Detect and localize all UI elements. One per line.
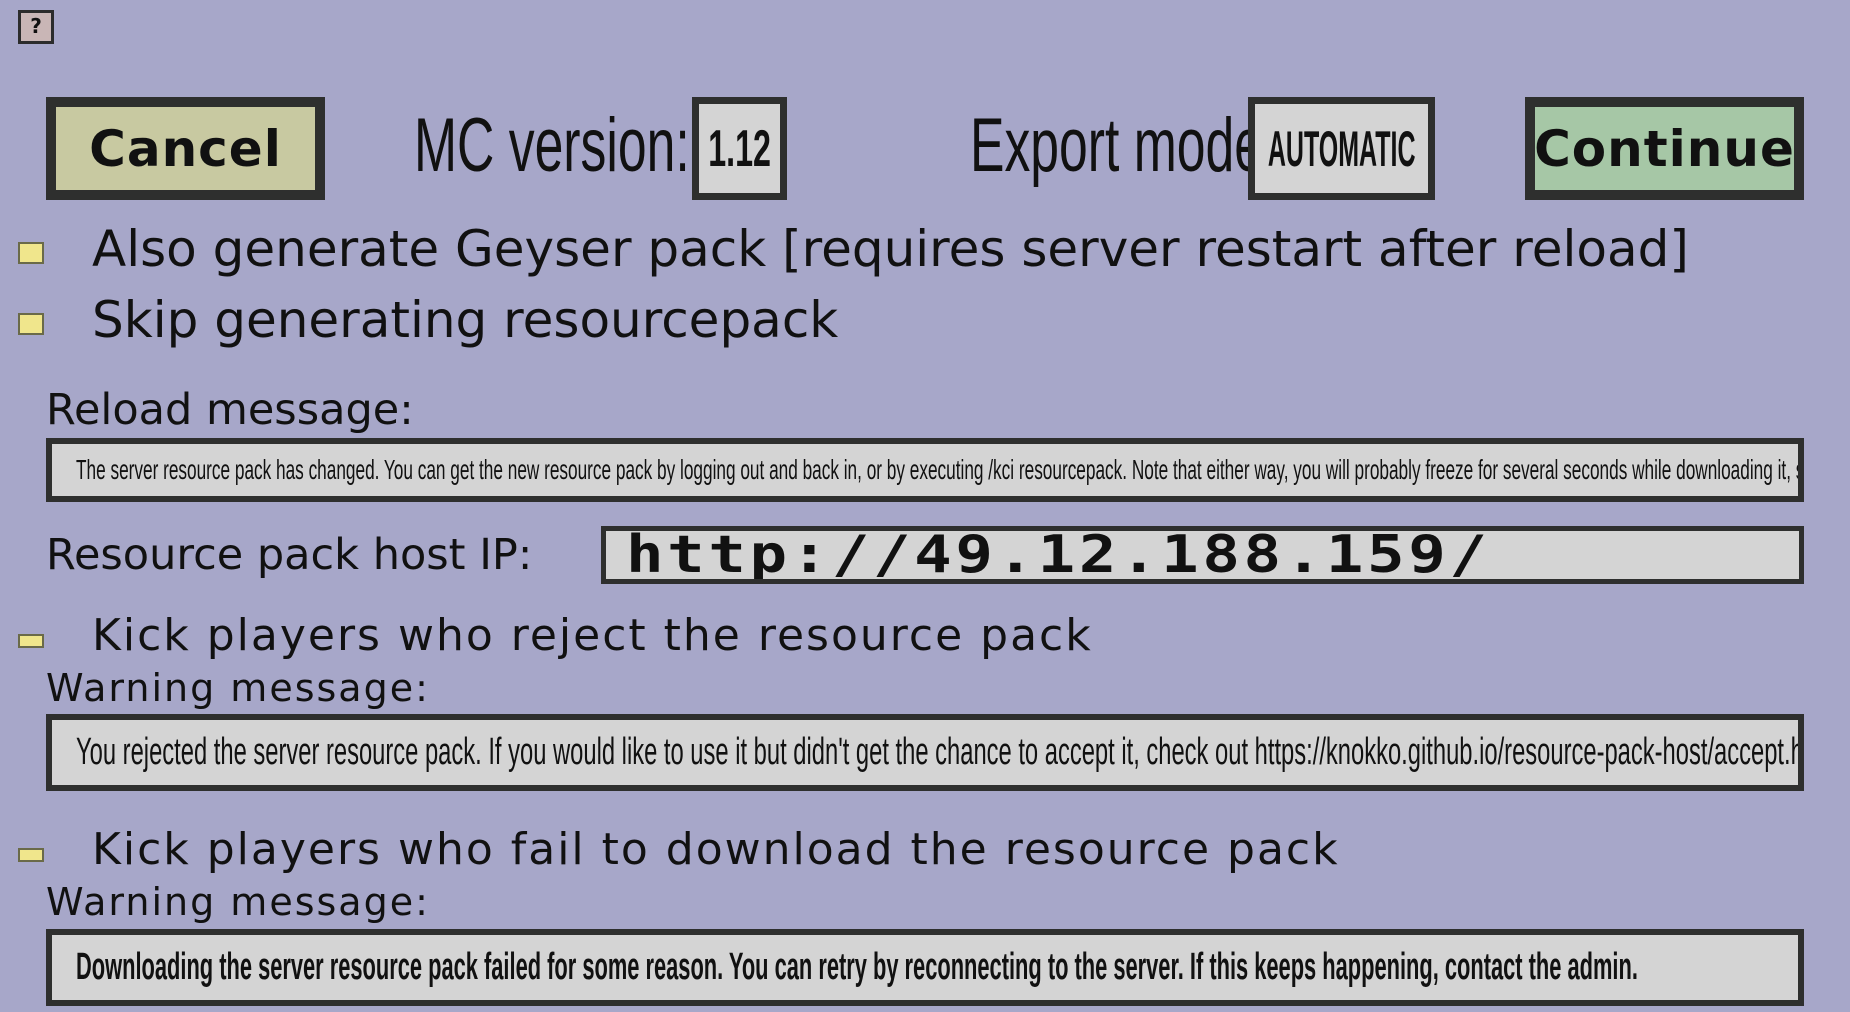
reload-message-label: Reload message: [46, 385, 414, 435]
geyser-checkbox[interactable] [18, 242, 44, 264]
kick-fail-warning-label: Warning message: [46, 880, 430, 924]
host-ip-field[interactable]: http://49.12.188.159/ [601, 526, 1804, 584]
kick-reject-warning-field[interactable]: You rejected the server resource pack. I… [46, 714, 1804, 791]
kick-fail-warning-field[interactable]: Downloading the server resource pack fai… [46, 929, 1804, 1006]
kick-reject-label: Kick players who reject the resource pac… [92, 610, 1093, 661]
continue-button[interactable]: Continue [1525, 97, 1804, 200]
export-mode-label: Export mode: [970, 103, 1278, 188]
geyser-option-label: Also generate Geyser pack [requires serv… [92, 220, 1689, 278]
export-mode-value: AUTOMATIC [1267, 120, 1416, 177]
mc-version-value: 1.12 [708, 119, 771, 178]
kick-fail-warning-text: Downloading the server resource pack fai… [76, 946, 1638, 988]
host-ip-label: Resource pack host IP: [46, 530, 533, 580]
host-ip-text: http://49.12.188.159/ [626, 526, 1491, 584]
kick-reject-warning-text: You rejected the server resource pack. I… [76, 731, 1804, 773]
export-mode-button[interactable]: AUTOMATIC [1248, 97, 1435, 200]
skip-resourcepack-label: Skip generating resourcepack [92, 291, 839, 349]
kick-fail-checkbox[interactable] [18, 848, 44, 862]
reload-message-text: The server resource pack has changed. Yo… [76, 454, 1804, 485]
skip-resourcepack-checkbox[interactable] [18, 313, 44, 335]
cancel-button[interactable]: Cancel [46, 97, 325, 200]
mc-version-button[interactable]: 1.12 [692, 97, 787, 200]
kick-reject-checkbox[interactable] [18, 634, 44, 648]
help-button[interactable]: ? [18, 10, 54, 44]
reload-message-field[interactable]: The server resource pack has changed. Yo… [46, 438, 1804, 502]
mc-version-label: MC version: [414, 103, 690, 188]
kick-reject-warning-label: Warning message: [46, 666, 430, 710]
kick-fail-label: Kick players who fail to download the re… [92, 824, 1340, 875]
